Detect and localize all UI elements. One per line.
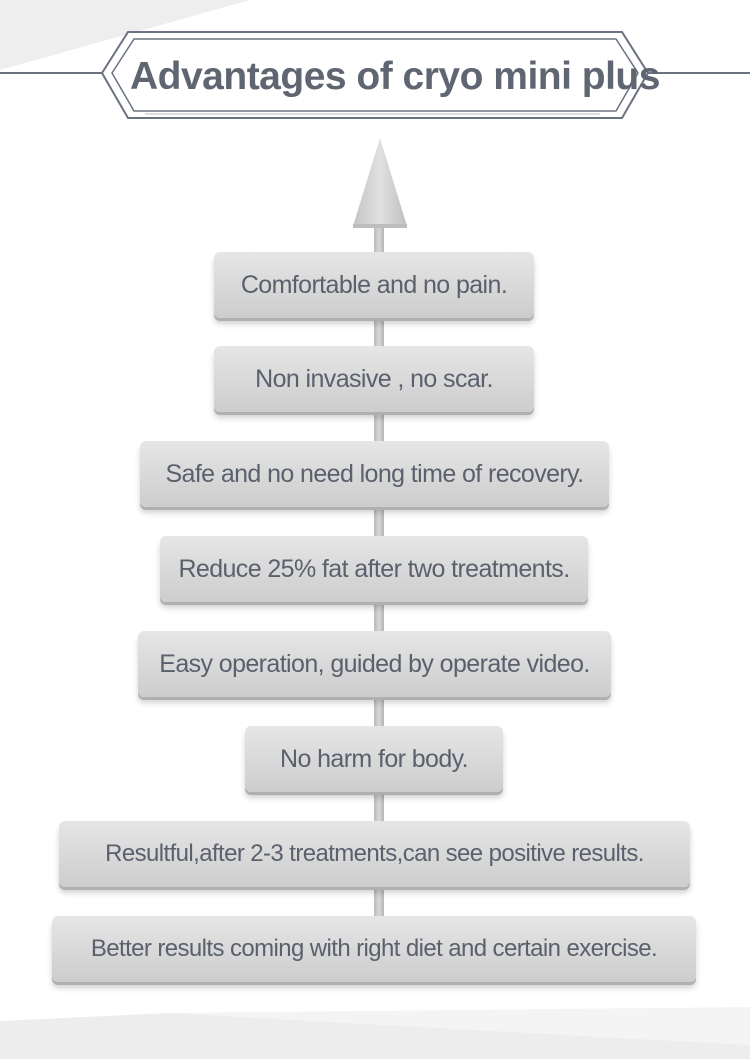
arrow-up-icon bbox=[353, 138, 407, 228]
advantage-box: Easy operation, guided by operate video. bbox=[138, 631, 611, 697]
advantage-box: Better results coming with right diet an… bbox=[52, 916, 696, 982]
advantage-box: Comfortable and no pain. bbox=[214, 252, 534, 318]
advantage-box: Non invasive , no scar. bbox=[214, 346, 534, 412]
advantage-box: No harm for body. bbox=[245, 726, 503, 792]
background-shape-bottom bbox=[0, 1007, 750, 1059]
advantage-box: Safe and no need long time of recovery. bbox=[140, 441, 609, 507]
advantage-box: Resultful,after 2-3 treatments,can see p… bbox=[59, 821, 690, 887]
page-title: Advantages of cryo mini plus bbox=[130, 55, 660, 98]
title-banner bbox=[0, 31, 750, 119]
advantage-box: Reduce 25% fat after two treatments. bbox=[160, 536, 588, 602]
